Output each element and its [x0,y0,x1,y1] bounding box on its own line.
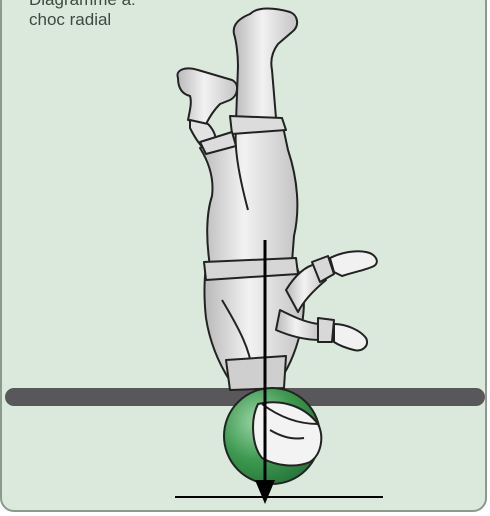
right-boot [234,9,297,123]
legs [190,116,297,266]
left-boot [177,68,237,124]
helmet [224,388,321,484]
upper-arm [286,251,377,312]
